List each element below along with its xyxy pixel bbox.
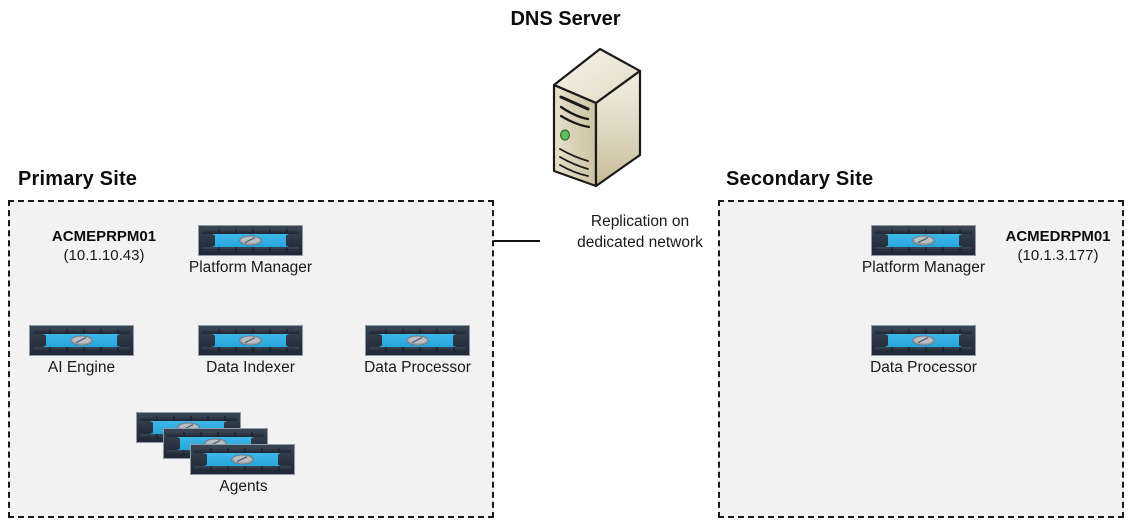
node-data-indexer[interactable]: Data Indexer (198, 325, 303, 376)
node-label: Platform Manager (861, 259, 986, 276)
replication-label-line2: dedicated network (540, 232, 740, 254)
primary-site-title: Primary Site (18, 168, 138, 190)
dns-server-title: DNS Server (510, 8, 621, 30)
server-rack-icon (198, 225, 303, 256)
secondary-site-title: Secondary Site (726, 168, 874, 190)
primary-host-label: ACMEPRPM01 (10.1.10.43) (34, 228, 174, 266)
server-rack-icon (29, 325, 134, 356)
secondary-host-name: ACMEDRPM01 (1005, 228, 1111, 245)
primary-host-ip: (10.1.10.43) (63, 246, 145, 264)
tower-server-icon (548, 45, 643, 190)
server-rack-icon (871, 325, 976, 356)
node-ai-engine[interactable]: AI Engine (29, 325, 134, 376)
node-label: AI Engine (47, 359, 116, 376)
node-label: Data Indexer (206, 359, 295, 376)
primary-host-name: ACMEPRPM01 (51, 228, 157, 245)
node-agents[interactable]: Agents (136, 412, 351, 500)
node-label: Data Processor (364, 359, 471, 376)
replication-label-line1: Replication on (540, 212, 740, 233)
node-label: Platform Manager (188, 259, 313, 276)
node-secondary-data-processor[interactable]: Data Processor (870, 325, 977, 376)
node-label: Agents (219, 478, 268, 495)
server-rack-icon (198, 325, 303, 356)
node-primary-data-processor[interactable]: Data Processor (364, 325, 471, 376)
secondary-host-ip: (10.1.3.177) (1017, 246, 1099, 264)
node-primary-platform-manager[interactable]: Platform Manager (189, 225, 312, 276)
node-secondary-platform-manager[interactable]: Platform Manager (862, 225, 985, 276)
server-rack-icon (871, 225, 976, 256)
server-rack-icon (190, 444, 295, 475)
replication-label: Replication on dedicated network (540, 212, 740, 254)
secondary-host-label: ACMEDRPM01 (10.1.3.177) (988, 228, 1128, 266)
node-label: Data Processor (870, 359, 977, 376)
server-rack-icon (365, 325, 470, 356)
